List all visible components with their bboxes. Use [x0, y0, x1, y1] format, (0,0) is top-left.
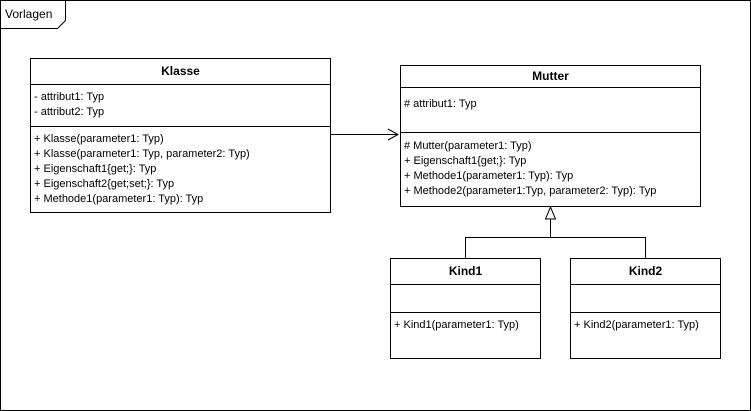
class-mutter-attributes: # attribut1: Typ [401, 88, 700, 133]
class-kind2-operations: + Kind2(parameter1: Typ) [571, 313, 720, 333]
frame-tab [0, 0, 66, 29]
operation: + Kind2(parameter1: Typ) [574, 319, 699, 331]
attribute: # attribut1: Typ [404, 98, 477, 110]
class-klasse-attributes: - attribut1: Typ - attribut2: Typ [31, 85, 330, 127]
class-kind2[interactable]: Kind2 + Kind2(parameter1: Typ) [570, 258, 721, 359]
operation: + Eigenschaft1{get;}: Typ [34, 163, 157, 175]
class-kind1[interactable]: Kind1 + Kind1(parameter1: Typ) [390, 258, 541, 359]
frame-title: Vorlagen [5, 7, 53, 21]
class-kind1-operations: + Kind1(parameter1: Typ) [391, 313, 540, 333]
class-mutter[interactable]: Mutter # attribut1: Typ # Mutter(paramet… [400, 65, 701, 207]
attribute: - attribut1: Typ [34, 91, 105, 103]
class-kind2-name: Kind2 [571, 259, 720, 285]
class-klasse[interactable]: Klasse - attribut1: Typ - attribut2: Typ… [30, 58, 331, 213]
class-klasse-operations: + Klasse(parameter1: Typ) + Klasse(param… [31, 127, 330, 207]
operation: # Mutter(parameter1: Typ) [404, 140, 532, 152]
class-mutter-name: Mutter [401, 66, 700, 88]
operation: + Klasse(parameter1: Typ) [34, 133, 164, 145]
operation: + Methode1(parameter1: Typ): Typ [404, 170, 574, 182]
operation: + Methode1(parameter1: Typ): Typ [34, 193, 204, 205]
class-kind1-name: Kind1 [391, 259, 540, 285]
association-arrow [330, 128, 400, 141]
class-klasse-name: Klasse [31, 59, 330, 85]
generalization-arrow [465, 205, 646, 258]
attribute: - attribut2: Typ [34, 106, 105, 118]
class-kind2-attributes [571, 285, 720, 313]
operation: + Kind1(parameter1: Typ) [394, 319, 519, 331]
operation: + Eigenschaft1{get;}: Typ [404, 155, 527, 167]
class-kind1-attributes [391, 285, 540, 313]
operation: + Klasse(parameter1: Typ, parameter2: Ty… [34, 148, 250, 160]
operation: + Eigenschaft2{get;set;}: Typ [34, 178, 175, 190]
class-mutter-operations: # Mutter(parameter1: Typ) + Eigenschaft1… [401, 133, 700, 199]
operation: + Methode2(parameter1:Typ, parameter2: T… [404, 185, 657, 197]
